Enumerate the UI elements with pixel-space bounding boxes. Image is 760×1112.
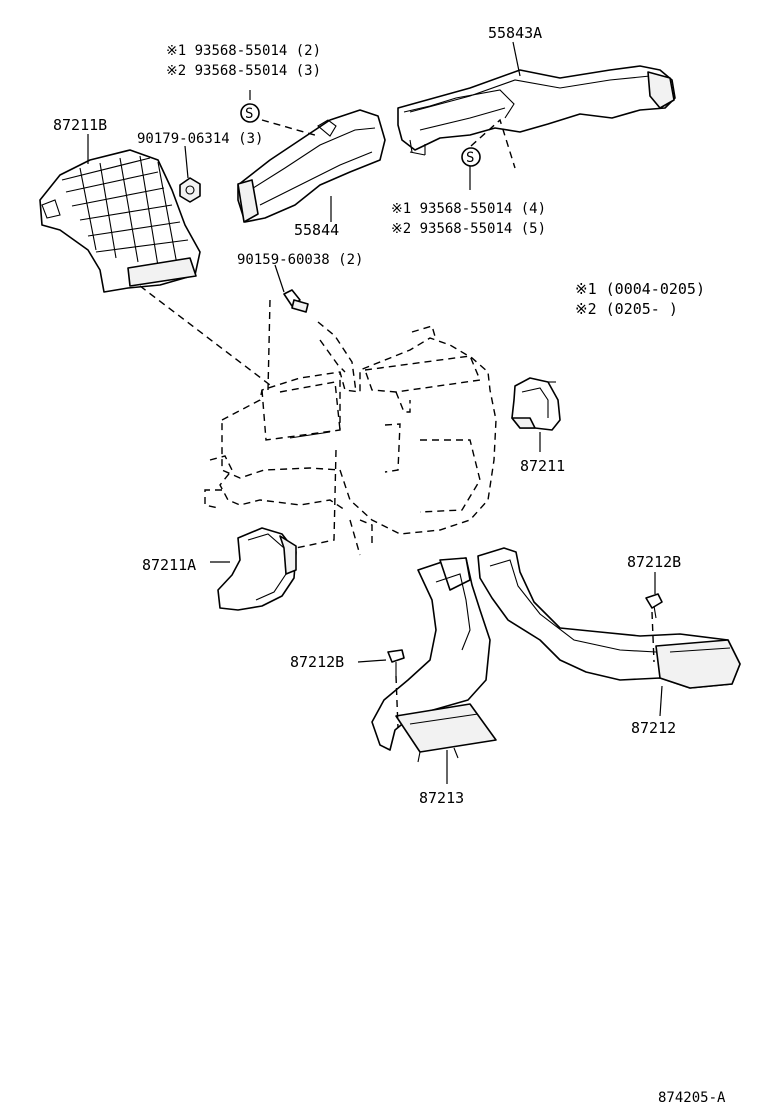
screw-symbol-text: S [466,150,474,166]
note-mid-line1: ※1 93568-55014 (4) [391,201,546,217]
labels: 55843A 55844 87211B 90179-06314 (3) 9015… [53,24,726,1106]
legend-line2: ※2 (0205- ) [575,300,678,318]
heater-unit [204,321,497,556]
screw-symbol-top: S [240,103,260,123]
duct-87211[interactable] [511,377,561,431]
screw-symbol-text: S [245,106,253,122]
legend-line1: ※1 (0004-0205) [575,280,705,298]
note-mid-line2: ※2 93568-55014 (5) [391,221,546,237]
label-87211: 87211 [520,457,565,475]
leader-lines [87,41,663,784]
duct-55843a[interactable] [397,65,676,156]
duct-87212[interactable] [477,547,741,689]
label-87211b: 87211B [53,116,107,134]
label-55844: 55844 [294,221,339,239]
label-87212b-right: 87212B [627,553,681,571]
duct-55844[interactable] [237,109,386,223]
label-87211a: 87211A [142,556,196,574]
label-55843a: 55843A [488,24,542,42]
note-top-line2: ※2 93568-55014 (3) [166,63,321,79]
label-87213: 87213 [419,789,464,807]
grille-duct-87211b[interactable] [39,149,201,293]
label-87212b-left: 87212B [290,653,344,671]
bolt-90159[interactable] [283,289,309,313]
duct-87213[interactable] [371,557,497,763]
duct-87211a[interactable] [217,527,297,611]
screw-87212b-left[interactable] [387,649,405,676]
assembly-lines [139,118,655,729]
screw-symbol-mid: S [461,147,481,167]
nut-90179[interactable] [179,177,201,203]
label-90179: 90179-06314 (3) [137,131,263,147]
note-top-line1: ※1 93568-55014 (2) [166,43,321,59]
label-90159: 90159-60038 (2) [237,252,363,268]
label-87212: 87212 [631,719,676,737]
screw-87212b-right[interactable] [645,593,663,619]
figure-id: 874205-A [658,1090,726,1106]
